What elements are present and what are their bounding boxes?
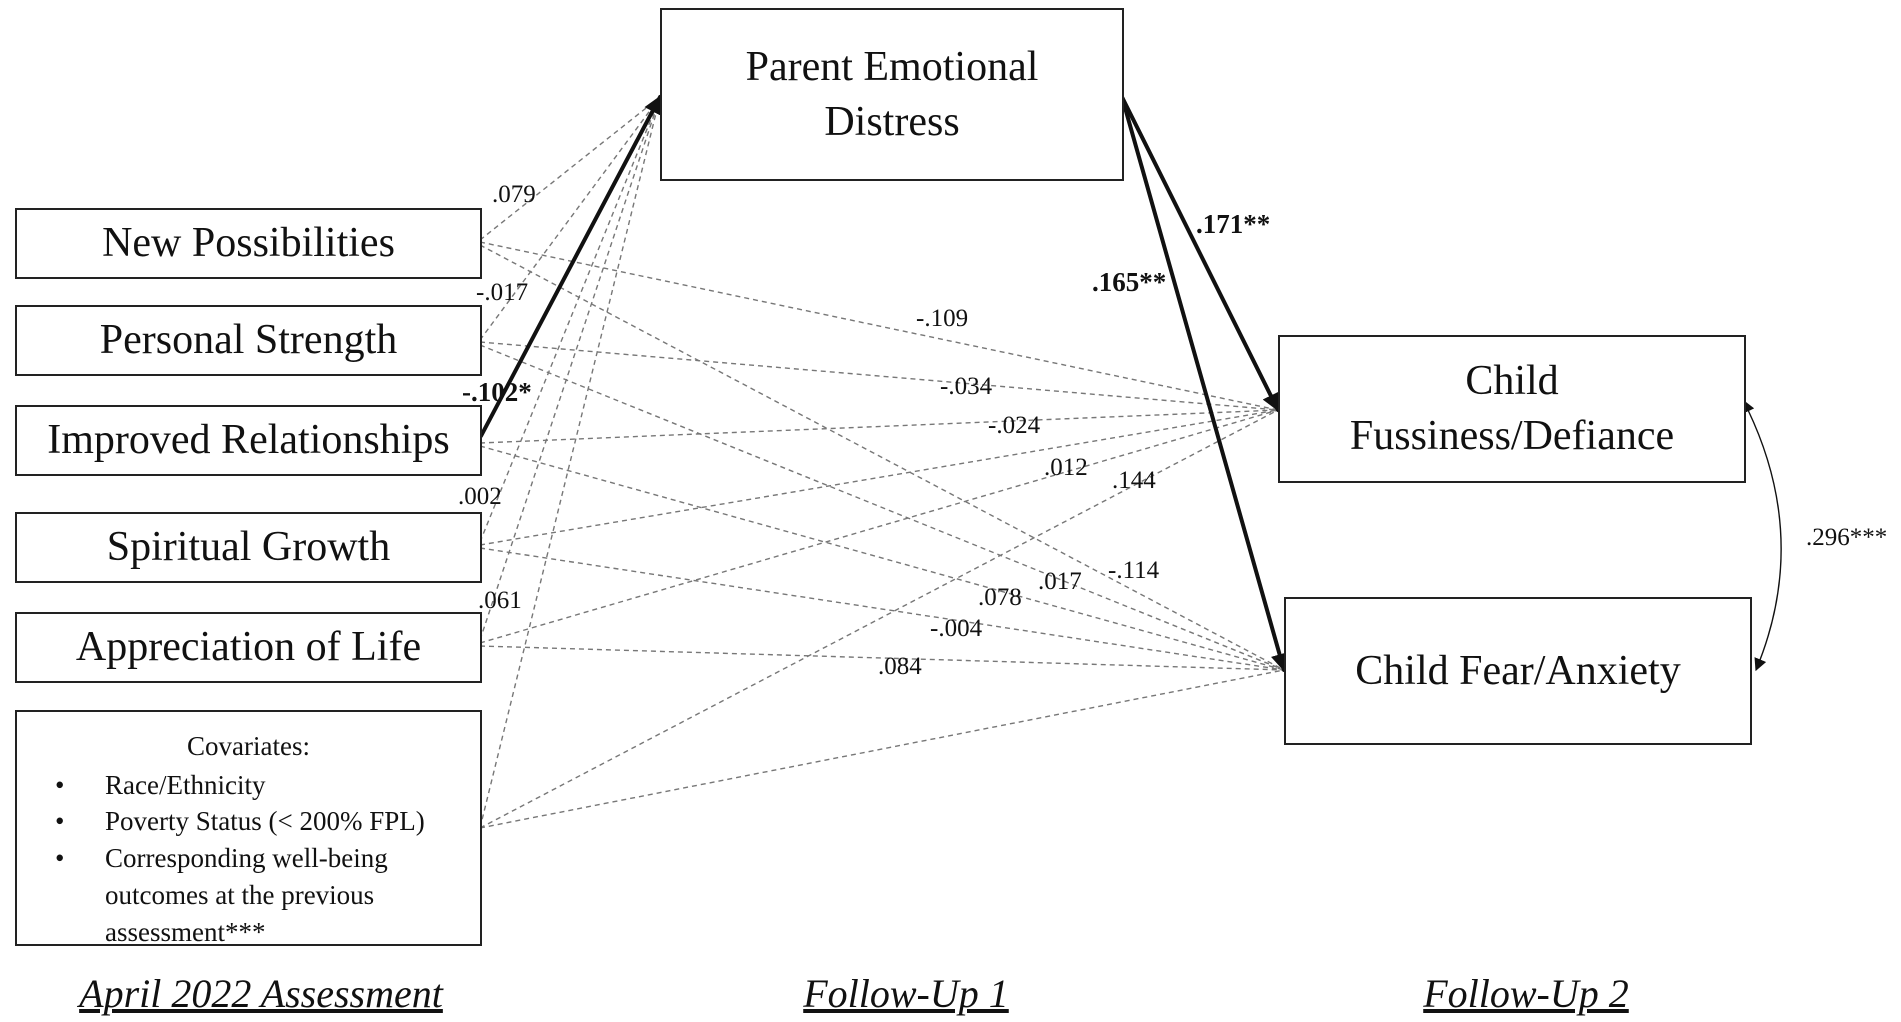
covariates-list: Race/Ethnicity Poverty Status (< 200% FP… [33, 767, 464, 951]
covariate-item-race: Race/Ethnicity [33, 767, 464, 804]
improved-relationships-box: Improved Relationships [15, 405, 482, 476]
path-np-to-fussiness [479, 241, 1279, 411]
covariates-title: Covariates: [187, 731, 310, 761]
coef-parent-to-fussiness: .171** [1196, 209, 1270, 239]
path-ps-to-parent [479, 96, 661, 341]
path-parent-to-fear [1120, 95, 1289, 672]
path-al-to-fussiness [479, 409, 1279, 644]
child-fussiness-line2: Fussiness/Defiance [1349, 413, 1675, 459]
coef-sg-to-fear: -.004 [930, 615, 983, 642]
coef-ps-to-parent: -.017 [476, 279, 528, 306]
path-al-to-fear [479, 645, 1285, 671]
path-ir-to-fussiness [479, 409, 1279, 444]
coef-np-to-fussiness: -.109 [916, 305, 968, 332]
path-ir-to-parent [479, 95, 662, 438]
personal-strength-box: Personal Strength [15, 305, 482, 376]
parent-emotional-distress-line1: Parent Emotional [745, 43, 1039, 90]
appreciation-of-life-label: Appreciation of Life [75, 624, 422, 671]
path-cov-to-fussiness [479, 409, 1279, 829]
coef-ir-to-fussiness: -.024 [988, 412, 1041, 439]
new-possibilities-box: New Possibilities [15, 208, 482, 279]
spiritual-growth-box: Spiritual Growth [15, 512, 482, 583]
coef-al-to-fear: .084 [878, 653, 922, 680]
path-cov-to-fear [479, 669, 1285, 829]
path-ps-to-fear [479, 344, 1285, 671]
improved-relationships-label: Improved Relationships [47, 417, 450, 464]
child-fear-anxiety-label: Child Fear/Anxiety [1355, 647, 1681, 694]
path-ir-to-fear [479, 445, 1285, 671]
parent-emotional-distress-box: Parent Emotional Distress [660, 8, 1124, 181]
coef-sg-to-fussiness: .012 [1044, 454, 1088, 481]
parent-emotional-distress-line2: Distress [824, 98, 960, 145]
path-sg-to-fussiness [479, 409, 1279, 546]
coef-parent-to-fear: .165** [1092, 267, 1166, 297]
stage-label-follow-up-1: Follow-Up 1 [803, 971, 1009, 1016]
path-np-to-parent [479, 96, 661, 241]
path-sg-to-parent [479, 96, 661, 543]
coef-ps-to-fussiness: -.034 [940, 373, 993, 400]
coef-al-to-parent: .061 [478, 587, 522, 614]
child-fear-anxiety-box: Child Fear/Anxiety [1284, 597, 1752, 745]
correlation-arc [1742, 399, 1782, 672]
child-fussiness-line1: Child [1465, 358, 1559, 405]
coef-ps-to-fear: .017 [1038, 568, 1082, 595]
spiritual-growth-label: Spiritual Growth [106, 524, 391, 571]
coef-ir-to-parent: -.102* [462, 377, 532, 407]
covariate-item-poverty: Poverty Status (< 200% FPL) [33, 803, 464, 840]
appreciation-of-life-box: Appreciation of Life [15, 612, 482, 683]
child-fussiness-defiance-box: Child Fussiness/Defiance [1278, 335, 1746, 483]
path-sg-to-fear [479, 547, 1285, 671]
coef-ir-to-fear: .078 [978, 584, 1022, 611]
coef-al-to-fussiness: .144 [1112, 467, 1156, 494]
path-parent-to-fussiness [1120, 95, 1280, 412]
path-np-to-fear [479, 244, 1285, 671]
coef-np-to-parent: .079 [492, 181, 536, 208]
personal-strength-label: Personal Strength [99, 317, 398, 364]
coef-sg-to-parent: .002 [458, 483, 502, 510]
stage-label-april-2022: April 2022 Assessment [79, 971, 443, 1016]
stage-label-follow-up-2: Follow-Up 2 [1423, 971, 1629, 1016]
coef-outcome-correlation: .296*** [1806, 524, 1887, 551]
covariate-item-previous-outcomes: Corresponding well-being outcomes at the… [33, 840, 464, 950]
covariates-box: Covariates: Race/Ethnicity Poverty Statu… [15, 710, 482, 947]
path-al-to-parent [479, 96, 661, 641]
path-ps-to-fussiness [479, 341, 1279, 411]
coef-np-to-fear: -.114 [1108, 557, 1160, 584]
new-possibilities-label: New Possibilities [102, 220, 395, 267]
